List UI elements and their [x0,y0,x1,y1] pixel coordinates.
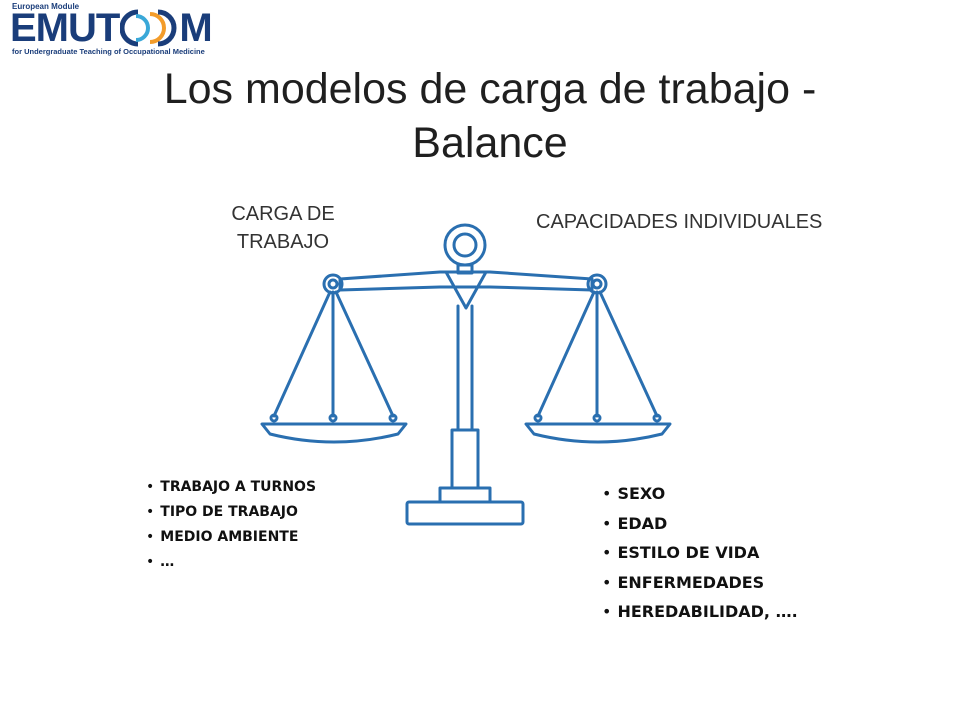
list-item: ENFERMEDADES [602,568,798,598]
logo-small-text: European Module [12,2,80,11]
title-line-2: Balance [412,119,568,167]
emutom-logo: European Module EMUT M for Undergraduate… [6,2,213,58]
list-item: ESTILO DE VIDA [602,538,798,568]
right-pan-label: CAPACIDADES INDIVIDUALES [536,211,823,233]
slide-title: Los modelos de carga de trabajo - Balanc… [0,62,960,170]
logo-suffix: M [179,6,212,50]
list-item: SEXO [602,479,798,509]
logo-prefix: EMUT [10,6,120,50]
list-item: HEREDABILIDAD, …. [602,597,797,627]
title-line-1: Los modelos de carga de trabajo - [163,65,817,113]
list-item: … [146,550,316,575]
list-item: EDAD [602,509,798,539]
workload-factor-list: TRABAJO A TURNOS TIPO DE TRABAJO MEDIO A… [146,475,316,575]
individual-capacity-list: SEXO EDAD ESTILO DE VIDA ENFERMEDADES HE… [602,479,798,627]
logo-wordmark: EMUT M [10,6,213,50]
left-pan-label: CARGA DE TRABAJO [231,203,335,253]
logo-subtitle: for Undergraduate Teaching of Occupation… [12,47,205,56]
list-item: MEDIO AMBIENTE [146,525,316,550]
logo-rings-icon [120,9,177,47]
list-item: TIPO DE TRABAJO [146,500,316,525]
list-item: TRABAJO A TURNOS [146,475,316,500]
